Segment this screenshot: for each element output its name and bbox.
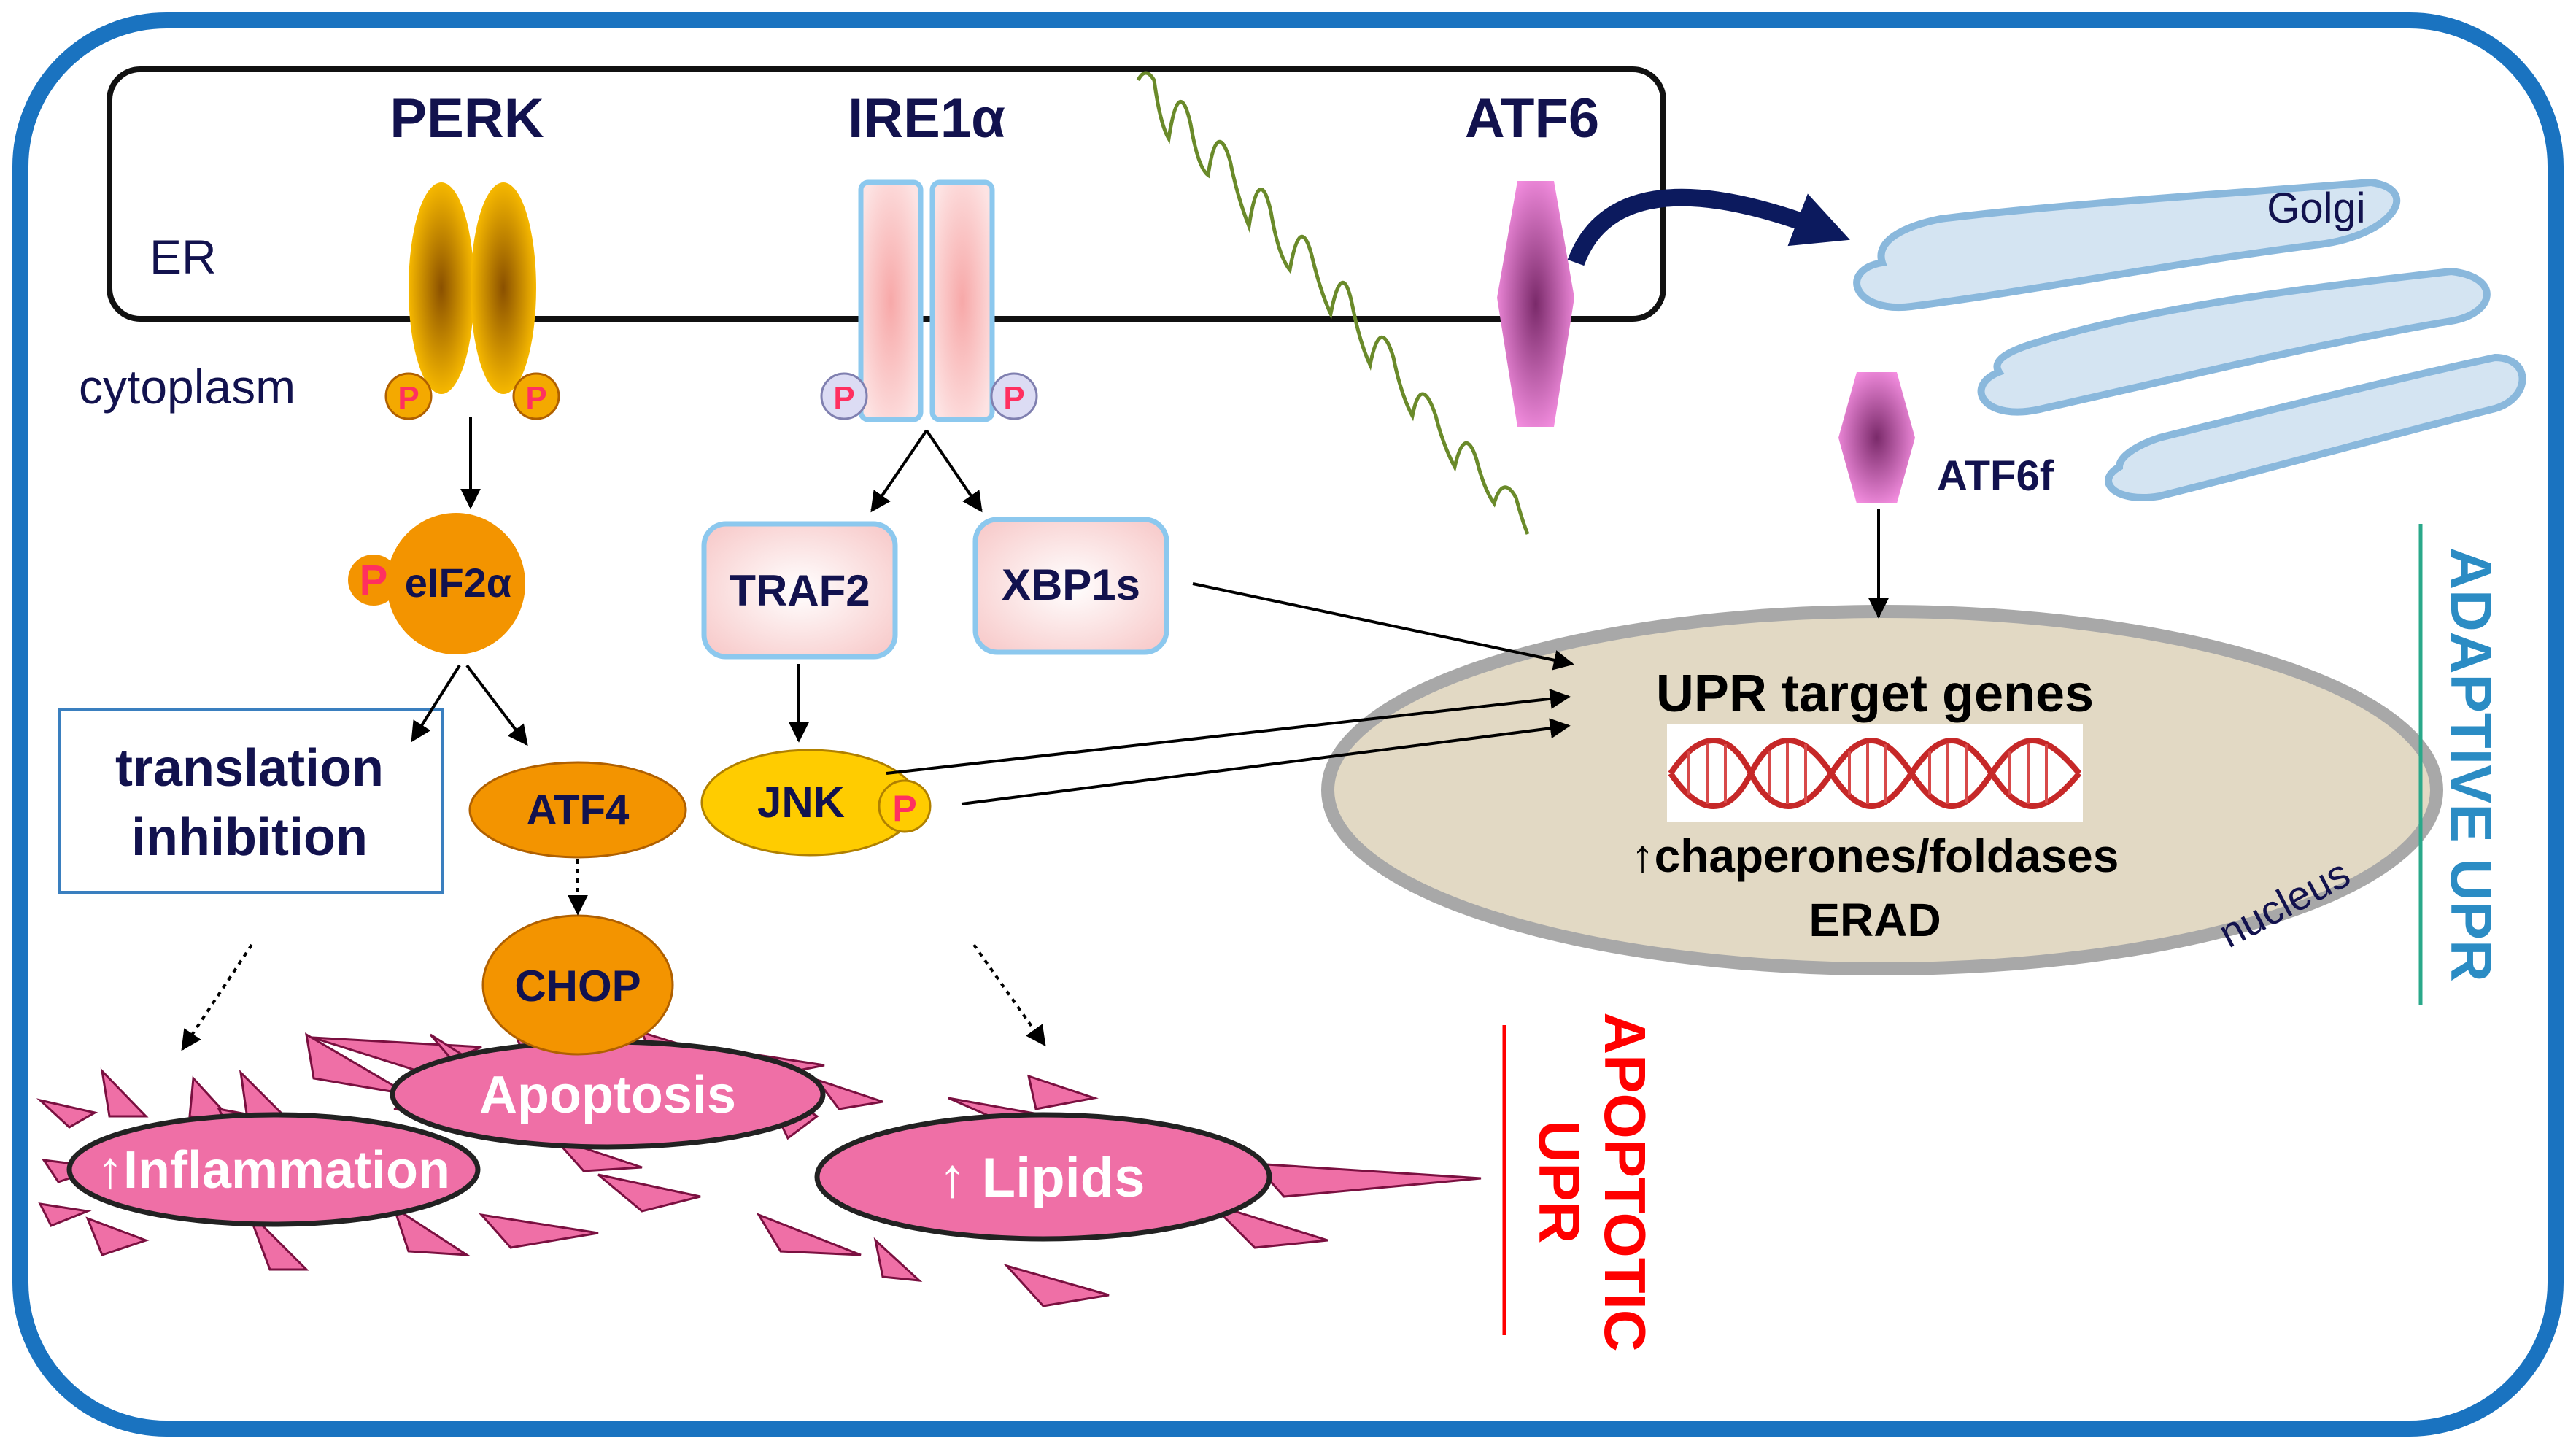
apoptosis-node: Apoptosis xyxy=(390,1039,826,1150)
inflammation-node: ↑Inflammation xyxy=(66,1112,481,1227)
eif2a-label: eIF2α xyxy=(405,560,511,606)
atf4-label: ATF4 xyxy=(527,787,630,834)
peif2a-p-label: P xyxy=(360,557,388,604)
apoptotic-label: APOPTOTIC xyxy=(1593,1012,1658,1351)
lipids-node: ↑ Lipids xyxy=(814,1112,1272,1242)
atf6f-fragment xyxy=(1838,372,1915,503)
golgi-label: Golgi xyxy=(2267,185,2365,232)
cytoplasm-label: cytoplasm xyxy=(79,360,295,414)
inhibition-label: inhibition xyxy=(131,808,368,867)
upr-apoptotic-label: UPR xyxy=(1527,1121,1592,1244)
perk-phospho-right: P xyxy=(512,372,560,420)
chaperones-label: ↑chaperones/foldases xyxy=(1631,830,2119,882)
atf4-node: ATF4 xyxy=(468,761,687,859)
svg-text:P: P xyxy=(398,380,419,416)
lipids-label: ↑ Lipids xyxy=(939,1147,1145,1209)
er-squiggle xyxy=(1136,71,1530,535)
atf6-label: ATF6 xyxy=(1465,88,1599,150)
ire1-phospho-right: P xyxy=(990,372,1038,420)
jnk-label: JNK xyxy=(757,778,845,827)
xbp1s-node: XBP1s xyxy=(972,517,1169,655)
er-label: ER xyxy=(150,230,217,284)
ire1-label: IRE1α xyxy=(848,88,1005,150)
svg-text:P: P xyxy=(833,380,854,416)
chop-label: CHOP xyxy=(514,962,641,1011)
xbp1s-label: XBP1s xyxy=(1002,560,1140,609)
eif2a-node: P eIF2α xyxy=(348,513,525,654)
inflammation-label: ↑Inflammation xyxy=(97,1141,450,1199)
pathway-arrows xyxy=(411,417,1889,805)
perk-label: PERK xyxy=(390,88,544,150)
dna-helix-icon xyxy=(1667,724,2083,822)
apoptosis-label: Apoptosis xyxy=(479,1066,736,1124)
jnk-node: P JNK xyxy=(700,749,932,857)
traf2-label: TRAF2 xyxy=(729,566,870,615)
translation-label: translation xyxy=(115,739,384,797)
ire1-receptor xyxy=(858,179,995,422)
dotted-arrows xyxy=(181,859,1046,1051)
traf2-node: TRAF2 xyxy=(701,521,898,660)
svg-text:P: P xyxy=(892,788,916,829)
golgi-stack xyxy=(1853,178,2526,501)
erad-label: ERAD xyxy=(1809,894,1941,946)
adaptive-upr-label: ADAPTIVE UPR xyxy=(2439,547,2504,982)
atf6-to-golgi-arrow xyxy=(1567,188,1850,266)
atf6-receptor xyxy=(1497,181,1574,427)
chop-node: CHOP xyxy=(481,914,674,1056)
upr-target-genes-label: UPR target genes xyxy=(1656,665,2094,723)
ire1-phospho-left: P xyxy=(820,372,868,420)
perk-phospho-left: P xyxy=(384,372,433,420)
translation-inhibition-box xyxy=(58,708,444,894)
svg-text:P: P xyxy=(525,380,546,416)
svg-text:P: P xyxy=(1003,380,1024,416)
atf6f-label: ATF6f xyxy=(1937,452,2054,500)
perk-receptor xyxy=(409,182,536,394)
